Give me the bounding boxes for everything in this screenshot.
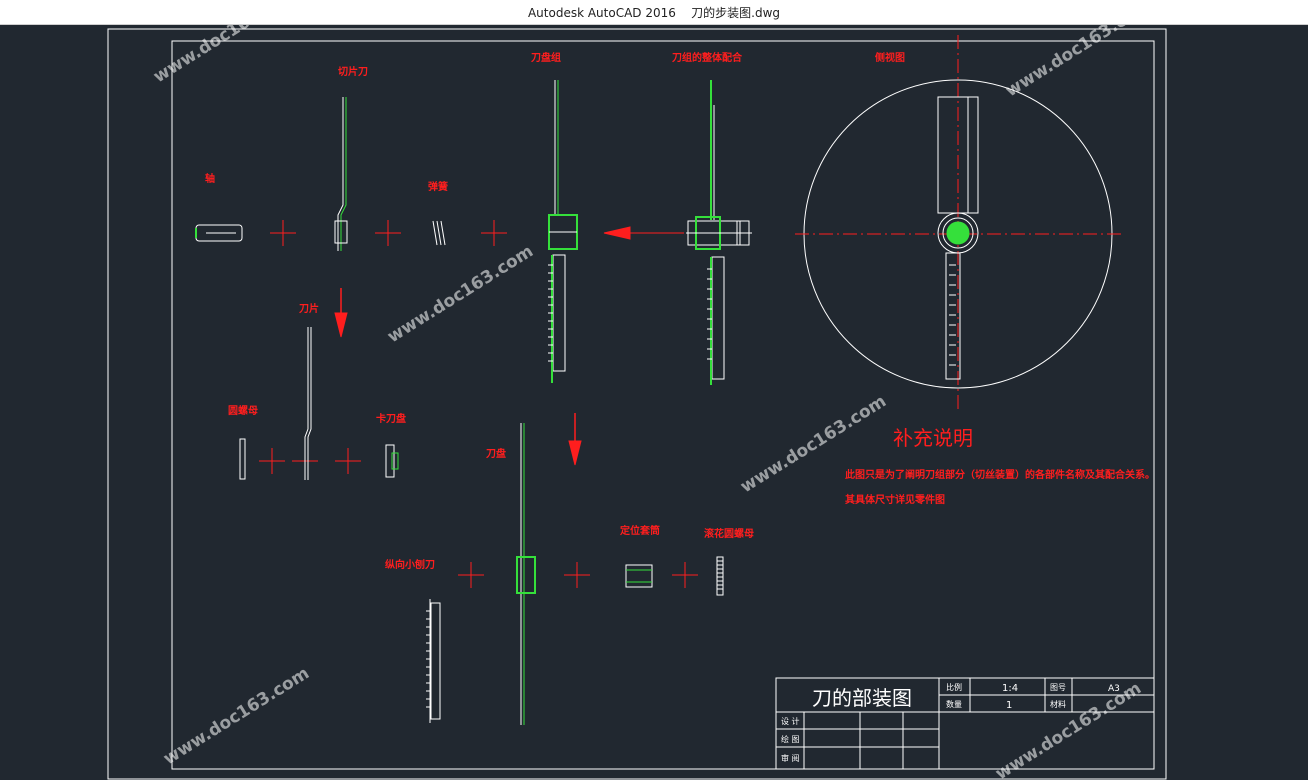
center-mark-6 <box>335 448 361 474</box>
title-block-border <box>775 677 1155 770</box>
arrow-down-2-head <box>568 440 582 466</box>
window-titlebar: Autodesk AutoCAD 2016 刀的步装图.dwg <box>0 0 1308 25</box>
inner-frame <box>171 40 1155 770</box>
part-cutter-group <box>548 80 578 383</box>
tb-review-label: 审 阅 <box>781 753 800 763</box>
part-clamp-disc <box>385 444 399 478</box>
tb-material-label: 材料 <box>1050 699 1066 709</box>
knurled-nut-pattern <box>717 560 723 590</box>
label-daopan-zu: 刀盘组 <box>531 51 561 64</box>
assembly-planer-teeth <box>707 268 712 360</box>
tb-drawing-no-label: 图号 <box>1050 683 1066 692</box>
round-nut-body <box>239 438 246 480</box>
file-title: 刀的步装图.dwg <box>691 6 781 20</box>
side-view-planer <box>945 252 961 380</box>
supplementary-notes: 补充说明 此图只是为了阐明刀组部分（切丝装置）的各部件名称及其配合关系。 其具体… <box>845 426 1155 506</box>
slicing-blade-body <box>337 97 344 251</box>
notes-line-2: 其具体尺寸详见零件图 <box>845 493 945 506</box>
slicing-blade-hub <box>334 220 348 244</box>
part-blade <box>304 327 312 480</box>
tb-qty-label: 数量 <box>946 699 962 709</box>
tb-scale-label: 比例 <box>946 682 962 692</box>
center-mark-3 <box>481 220 507 246</box>
part-shaft <box>195 224 243 242</box>
center-mark-7 <box>458 562 484 588</box>
group-planer-teeth <box>548 264 553 362</box>
clamp-disc-body <box>385 444 395 478</box>
sleeve-body <box>625 564 653 588</box>
tb-drafting-label: 绘 图 <box>781 734 800 744</box>
label-qiepian-dao: 切片刀 <box>338 65 368 78</box>
drawing-frame <box>107 28 1167 780</box>
model-space-background <box>0 25 1308 780</box>
drawing-canvas[interactable]: www.doc163.com www.doc163.com www.doc163… <box>0 25 1308 780</box>
label-dingwei-taotong: 定位套筒 <box>620 524 660 537</box>
tb-design-label: 设 计 <box>781 716 800 726</box>
label-gunhua-luomu: 滚花圆螺母 <box>704 527 754 540</box>
spring-coils <box>432 220 446 246</box>
small-planer-teeth <box>426 610 431 708</box>
label-ceshi-tu: 侧视图 <box>875 51 905 64</box>
flow-arrows <box>334 226 684 466</box>
blade-body <box>304 327 309 480</box>
part-knurled-nut <box>716 556 724 596</box>
cutter-disc-hub <box>516 556 536 594</box>
label-ka-daopan: 卡刀盘 <box>376 412 406 425</box>
part-small-planer <box>426 599 441 723</box>
part-slicing-blade <box>334 97 348 251</box>
center-mark-4 <box>259 448 285 474</box>
part-locating-sleeve <box>625 564 653 588</box>
window-title: Autodesk AutoCAD 2016 刀的步装图.dwg <box>0 4 1308 21</box>
label-tanhuang: 弹簧 <box>428 180 448 193</box>
center-mark-1 <box>270 220 296 246</box>
label-yuan-luomu: 圆螺母 <box>228 404 258 417</box>
part-spring <box>432 220 446 246</box>
center-mark-2 <box>375 220 401 246</box>
small-planer-body <box>430 602 441 720</box>
part-assembly <box>686 80 752 385</box>
app-title: Autodesk AutoCAD 2016 <box>527 6 676 20</box>
notes-line-1: 此图只是为了阐明刀组部分（切丝装置）的各部件名称及其配合关系。 <box>845 468 1155 481</box>
label-daopan: 刀盘 <box>486 447 506 460</box>
title-block-text: 刀的部装图 比例 1:4 图号 A3 数量 1 材料 设 计 绘 图 审 阅 <box>781 682 1120 763</box>
tb-sheet-size: A3 <box>1108 684 1120 694</box>
label-daopian: 刀片 <box>299 302 319 315</box>
clamp-disc-boss <box>391 452 399 470</box>
side-view-hub-mid <box>942 217 974 249</box>
slicing-blade-edge <box>340 97 347 251</box>
tb-scale-value: 1:4 <box>1002 683 1018 694</box>
part-cutter-disc <box>516 423 536 725</box>
side-view-hub-core <box>946 221 970 245</box>
part-labels: 切片刀 刀盘组 刀组的整体配合 侧视图 轴 弹簧 刀片 圆螺母 卡刀盘 刀盘 定… <box>205 51 905 571</box>
blade-edge <box>307 327 312 480</box>
tb-qty-value: 1 <box>1006 700 1012 711</box>
arrow-left-head <box>603 226 631 240</box>
label-zongxiang-xiaopaodao: 纵向小刨刀 <box>385 558 435 571</box>
label-zhou: 轴 <box>205 172 215 185</box>
center-mark-8 <box>564 562 590 588</box>
outer-frame <box>107 28 1167 780</box>
arrow-down-1-head <box>334 312 348 338</box>
side-view-planer-teeth <box>949 264 956 366</box>
part-round-nut <box>239 438 246 480</box>
label-daozu-zhengti: 刀组的整体配合 <box>672 51 743 64</box>
tb-drawing-name: 刀的部装图 <box>812 686 912 710</box>
title-block <box>775 677 1155 770</box>
side-view <box>795 35 1122 410</box>
center-mark-9 <box>672 562 698 588</box>
knurled-nut-body <box>716 556 724 596</box>
notes-heading: 补充说明 <box>893 426 973 450</box>
